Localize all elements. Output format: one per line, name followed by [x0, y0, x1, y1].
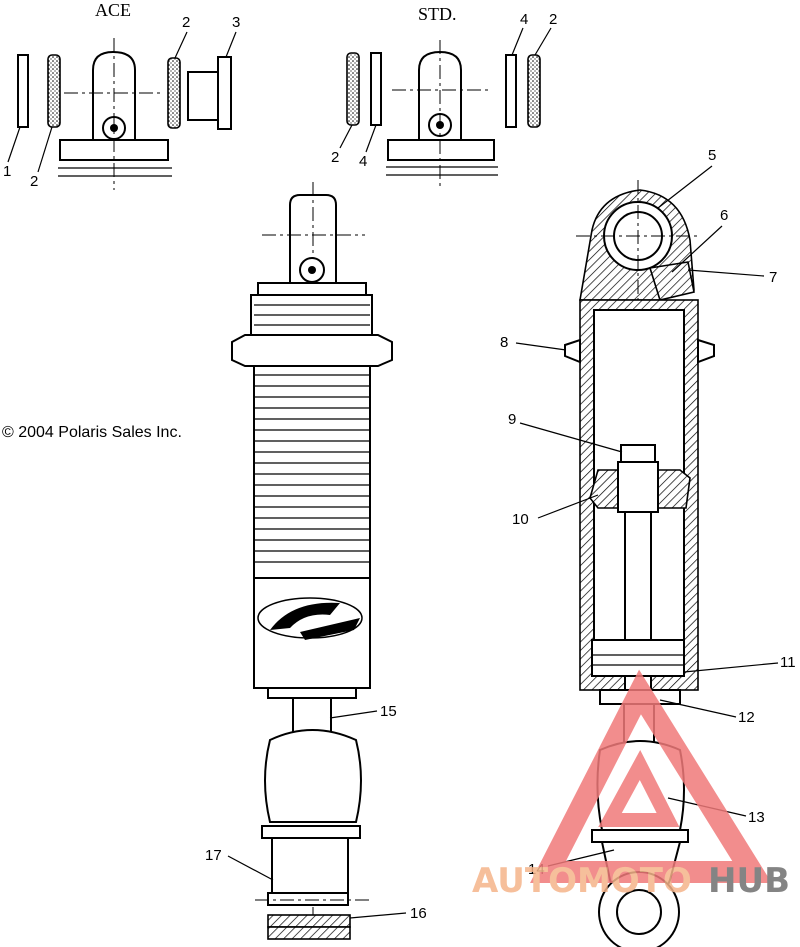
watermark-inner-triangle [598, 749, 680, 827]
std-bushing-2-right [527, 54, 541, 128]
callout-std-2a: 2 [331, 149, 339, 166]
watermark-text-automoto: AUTOMOTO [472, 861, 692, 901]
callout-7: 7 [769, 269, 777, 286]
ace-flange-3 [217, 56, 232, 130]
std-bushing-2-left [346, 52, 360, 126]
watermark-triangle [530, 669, 772, 883]
callout-ace-3: 3 [232, 14, 240, 31]
std-mount-base [387, 139, 495, 161]
callout-17: 17 [205, 847, 222, 864]
callout-13: 13 [748, 809, 765, 826]
shock-spring-body [253, 365, 371, 579]
shock-rod [292, 697, 332, 734]
ace-mount-assembly [17, 38, 232, 190]
callout-15: 15 [380, 703, 397, 720]
ace-bushing-2-right [167, 57, 181, 129]
watermark-text-hub: HUB [708, 861, 790, 901]
callout-10: 10 [512, 511, 529, 528]
shock-external-view [231, 182, 393, 940]
ace-sleeve-3 [187, 71, 223, 121]
callout-12: 12 [738, 709, 755, 726]
shock-collar [231, 334, 393, 367]
callout-11: 11 [780, 654, 796, 671]
callout-std-2b: 2 [549, 11, 557, 28]
callout-ace-1: 1 [3, 163, 11, 180]
callout-std-4b: 4 [520, 11, 528, 28]
callout-6: 6 [720, 207, 728, 224]
std-header: STD. [418, 4, 457, 24]
ace-header: ACE [95, 0, 131, 20]
std-mount-assembly [346, 40, 541, 190]
callout-ace-2b: 2 [182, 14, 190, 31]
callout-16: 16 [410, 905, 427, 922]
ace-washer-1 [17, 54, 29, 128]
callout-8: 8 [500, 334, 508, 351]
bump-stop [264, 729, 362, 823]
shock-cutaway-view [564, 180, 715, 947]
ace-bushing-2-left [47, 54, 61, 128]
std-washer-4-right [505, 54, 517, 128]
copyright-text: © 2004 Polaris Sales Inc. [2, 424, 182, 441]
std-washer-4-left [370, 52, 382, 126]
callout-9: 9 [508, 411, 516, 428]
callout-ace-2a: 2 [30, 173, 38, 190]
watermark: AUTOMOTO HUB [472, 669, 790, 901]
callout-5: 5 [708, 147, 716, 164]
callout-std-4a: 4 [359, 153, 367, 170]
